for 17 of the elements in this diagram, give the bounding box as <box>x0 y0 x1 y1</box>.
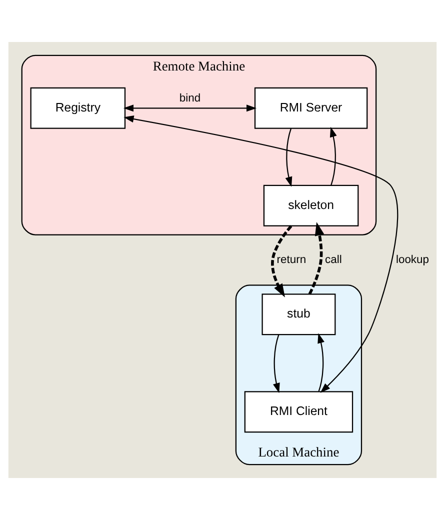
arrow <box>308 222 324 295</box>
edge-label: return <box>276 254 306 266</box>
arrow <box>330 126 337 186</box>
node-box: Registry <box>30 87 126 129</box>
arrow <box>285 128 292 187</box>
arrow <box>273 334 280 394</box>
node-box: RMI Client <box>244 391 354 433</box>
node-box: RMI Server <box>254 87 368 129</box>
arrow <box>124 116 398 393</box>
edge-label: lookup <box>396 254 429 266</box>
edge-label: bind <box>179 92 201 104</box>
arrow <box>271 225 292 298</box>
arrow <box>123 104 257 112</box>
node-box: skeleton <box>263 184 359 226</box>
edge-label: call <box>325 254 342 266</box>
arrow <box>318 333 324 392</box>
node-box: stub <box>262 294 336 336</box>
